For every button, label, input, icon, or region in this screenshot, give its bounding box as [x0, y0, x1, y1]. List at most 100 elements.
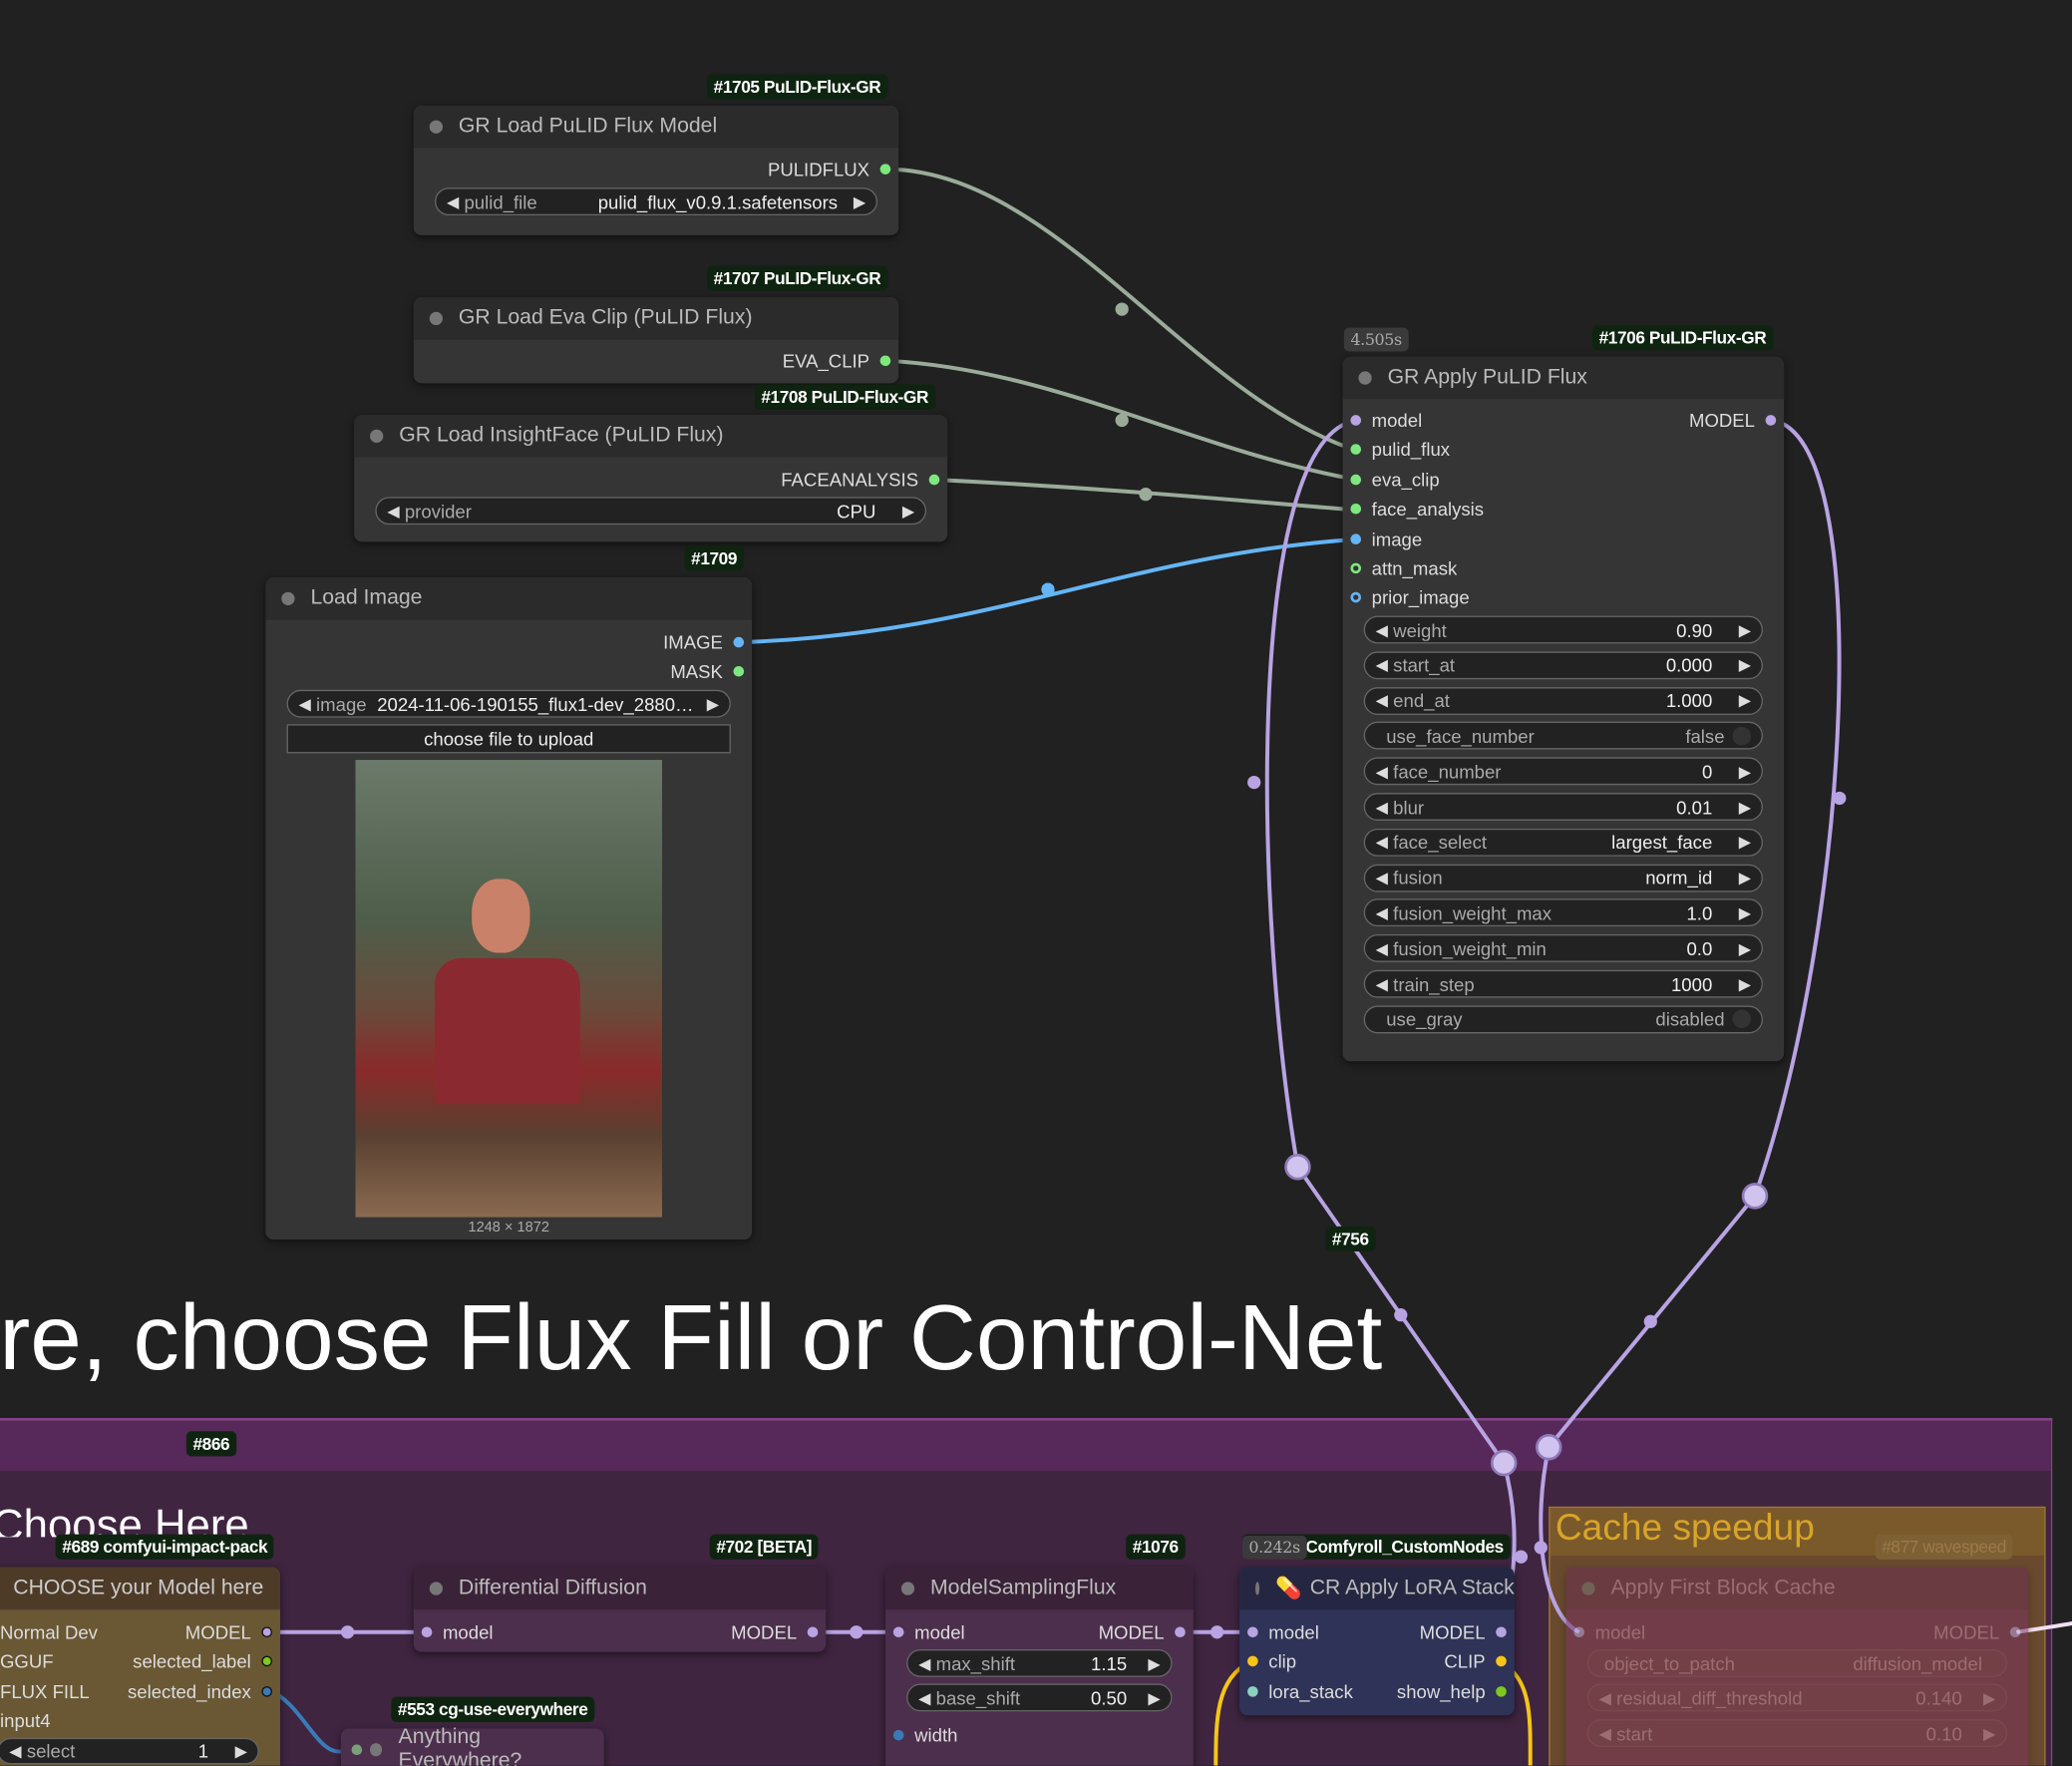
left-arrow-icon[interactable]: ◀: [446, 191, 460, 211]
left-arrow-icon[interactable]: ◀: [387, 501, 400, 521]
right-arrow-icon[interactable]: ▶: [853, 191, 866, 211]
input-socket-width[interactable]: [892, 1729, 904, 1741]
output-socket[interactable]: [1175, 1626, 1186, 1638]
input-socket-pulid_flux[interactable]: [1350, 444, 1362, 456]
left-arrow-icon[interactable]: ◀: [1375, 762, 1388, 781]
output-socket[interactable]: [807, 1626, 819, 1638]
right-arrow-icon[interactable]: ▶: [1982, 1688, 1996, 1707]
right-arrow-icon[interactable]: ▶: [706, 694, 719, 713]
right-arrow-icon[interactable]: ▶: [1738, 974, 1752, 993]
input-socket[interactable]: [421, 1626, 433, 1638]
left-arrow-icon[interactable]: ◀: [1375, 620, 1388, 639]
collapse-dot[interactable]: [429, 120, 443, 134]
left-arrow-icon[interactable]: ◀: [1375, 833, 1388, 852]
input-socket-image[interactable]: [1350, 532, 1362, 544]
right-arrow-icon[interactable]: ▶: [1148, 1653, 1161, 1673]
collapse-dot[interactable]: [429, 311, 443, 326]
collapse-dot[interactable]: [900, 1582, 915, 1595]
left-arrow-icon[interactable]: ◀: [1598, 1723, 1611, 1743]
right-arrow-icon[interactable]: ▶: [1738, 938, 1752, 958]
right-arrow-icon[interactable]: ▶: [1738, 620, 1752, 639]
output-socket[interactable]: [261, 1655, 273, 1667]
node-load-insightface[interactable]: GR Load InsightFace (PuLID Flux) FACEANA…: [354, 415, 948, 542]
output-socket-mask[interactable]: [733, 665, 745, 677]
right-arrow-icon[interactable]: ▶: [1982, 1723, 1996, 1743]
output-socket[interactable]: [261, 1685, 273, 1697]
input-socket-model[interactable]: [1247, 1626, 1258, 1638]
input-socket-lora_stack[interactable]: [1247, 1685, 1258, 1697]
input-socket[interactable]: [351, 1744, 362, 1755]
upload-button[interactable]: choose file to upload: [286, 724, 731, 754]
right-arrow-icon[interactable]: ▶: [1738, 833, 1752, 852]
output-socket[interactable]: [1496, 1626, 1507, 1638]
left-arrow-icon[interactable]: ◀: [1598, 1688, 1611, 1707]
left-arrow-icon[interactable]: ◀: [1375, 868, 1388, 887]
right-arrow-icon[interactable]: ▶: [234, 1741, 247, 1761]
right-arrow-icon[interactable]: ▶: [901, 501, 915, 521]
right-arrow-icon[interactable]: ▶: [1738, 797, 1752, 817]
input-socket-eva_clip[interactable]: [1350, 474, 1362, 486]
left-arrow-icon[interactable]: ◀: [1375, 691, 1388, 710]
input-socket-prior_image[interactable]: [1350, 592, 1362, 603]
output-socket[interactable]: [2009, 1626, 2021, 1638]
input-socket[interactable]: [892, 1626, 904, 1638]
left-arrow-icon[interactable]: ◀: [918, 1653, 931, 1673]
input-socket-clip[interactable]: [1247, 1655, 1258, 1667]
collapse-dot[interactable]: [429, 1582, 443, 1595]
right-arrow-icon[interactable]: ▶: [1738, 903, 1752, 922]
output-socket[interactable]: [1496, 1685, 1507, 1697]
input-socket-attn_mask[interactable]: [1350, 562, 1362, 574]
right-arrow-icon[interactable]: ▶: [1738, 655, 1752, 675]
output-socket-image[interactable]: [733, 636, 745, 648]
node-load-eva-clip[interactable]: GR Load Eva Clip (PuLID Flux) EVA_CLIP: [413, 297, 899, 384]
right-arrow-icon[interactable]: ▶: [1738, 868, 1752, 887]
collapse-dot[interactable]: [281, 591, 295, 605]
input-socket[interactable]: [1573, 1626, 1585, 1638]
left-arrow-icon[interactable]: ◀: [9, 1741, 22, 1761]
input-socket-model[interactable]: [1350, 415, 1362, 426]
left-arrow-icon[interactable]: ◀: [1375, 655, 1388, 675]
left-arrow-icon[interactable]: ◀: [298, 694, 311, 713]
collapse-dot[interactable]: [1581, 1582, 1595, 1595]
collapse-dot[interactable]: [1358, 371, 1372, 385]
node-anything-everywhere[interactable]: Anything Everywhere?: [340, 1726, 604, 1766]
output-socket[interactable]: [1765, 415, 1777, 426]
right-arrow-icon[interactable]: ▶: [1738, 762, 1752, 781]
output-socket[interactable]: [928, 474, 940, 486]
left-arrow-icon[interactable]: ◀: [1375, 797, 1388, 817]
toggle-knob[interactable]: [1732, 1009, 1752, 1029]
collapse-dot[interactable]: [1255, 1582, 1260, 1595]
collapse-dot[interactable]: [370, 429, 384, 443]
left-arrow-icon[interactable]: ◀: [1375, 974, 1388, 993]
left-arrow-icon[interactable]: ◀: [1375, 938, 1388, 958]
output-socket[interactable]: [879, 164, 891, 175]
node-load-pulid-model[interactable]: GR Load PuLID Flux Model PULIDFLUX ◀puli…: [413, 106, 899, 235]
right-arrow-icon[interactable]: ▶: [1148, 1688, 1161, 1707]
